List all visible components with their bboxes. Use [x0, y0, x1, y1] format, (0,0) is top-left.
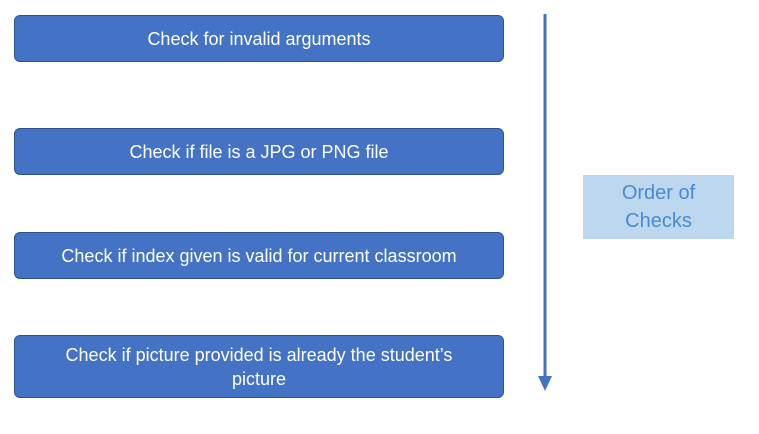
order-arrow-head: [538, 376, 552, 391]
step-label: Check if file is a JPG or PNG file: [129, 141, 389, 162]
step-check-index-valid: Check if index given is valid for curren…: [14, 232, 504, 279]
step-check-picture-duplicate: Check if picture provided is already the…: [14, 335, 504, 398]
order-of-checks-label: Order of Checks: [583, 175, 734, 239]
step-label: Check if index given is valid for curren…: [61, 245, 457, 266]
step-check-invalid-arguments: Check for invalid arguments: [14, 15, 504, 62]
step-check-file-type: Check if file is a JPG or PNG file: [14, 128, 504, 175]
order-arrow: [538, 14, 552, 391]
step-label: Check if picture provided is already the…: [65, 344, 453, 389]
order-label-text: Order of Checks: [621, 182, 696, 232]
step-label: Check for invalid arguments: [147, 28, 371, 49]
